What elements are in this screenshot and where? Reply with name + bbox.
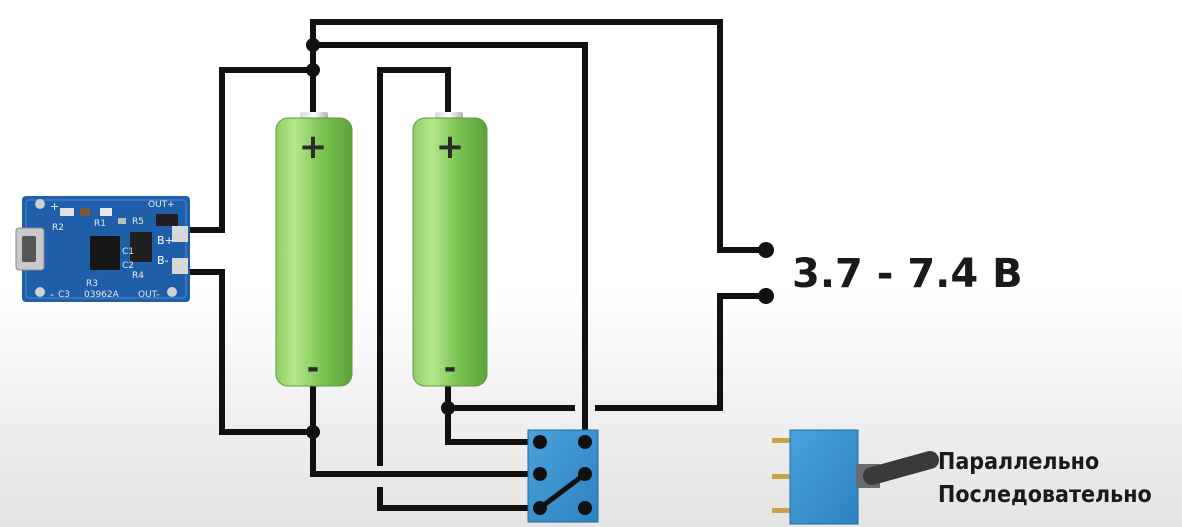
wire-b1-minus [310, 382, 543, 477]
battery-2-minus-sign: - [444, 351, 456, 386]
module-out-plus-label: OUT+ [148, 200, 175, 210]
wire-top-output [310, 19, 768, 253]
battery-1-minus-sign: - [307, 351, 319, 386]
output-voltage-label: 3.7 - 7.4 B [792, 251, 1023, 297]
wire-output-bottom [595, 293, 768, 411]
module-label-c2: C2 [122, 261, 134, 271]
switch-position-series: Последовательно [938, 482, 1152, 508]
wire-module-bplus [185, 67, 316, 233]
module-minus-label: - [50, 288, 54, 301]
toggle-lever-icon [863, 451, 939, 485]
battery-1-plus-sign: + [299, 127, 328, 167]
module-bminus-label: B- [157, 254, 169, 267]
switch-lever [538, 472, 587, 510]
module-label-r3: R3 [86, 279, 98, 289]
switch-position-parallel: Параллельно [938, 449, 1099, 475]
module-bplus-label: B+ [157, 234, 174, 247]
output-terminals: 3.7 - 7.4 B [758, 242, 1023, 304]
junction-dot [306, 38, 320, 52]
wire-b2-plus-low [377, 487, 543, 511]
junction-dot [306, 63, 320, 77]
battery-1: + - [275, 112, 353, 387]
battery-2: + - [412, 112, 488, 387]
wire-b2-minus [445, 382, 543, 445]
module-label-r5: R5 [132, 217, 144, 227]
battery-2-plus-sign: + [436, 127, 465, 167]
module-label-r1: R1 [94, 219, 106, 229]
wires [185, 19, 768, 511]
toggle-switch-legend: Параллельно Последовательно [772, 429, 1152, 525]
junction-dot [306, 425, 320, 439]
module-out-minus-label: OUT- [138, 290, 160, 300]
module-label-c1: C1 [122, 247, 134, 257]
chip-icon [90, 236, 120, 270]
wire-b1-plus-to-switch [310, 42, 588, 435]
junction-dot [441, 401, 455, 415]
dpdt-switch [527, 429, 599, 523]
charger-module: + - OUT+ OUT- B+ B- 03962A R2 R1 R5 C1 C… [15, 196, 190, 302]
module-label-r2: R2 [52, 223, 64, 233]
output-terminal-1 [758, 242, 774, 258]
output-terminal-2 [758, 288, 774, 304]
module-label-r4: R4 [132, 271, 144, 281]
module-plus-label: + [50, 200, 59, 213]
module-chip-code: 03962A [84, 290, 120, 300]
wire-b2-plus [377, 67, 451, 466]
wire-module-bminus [185, 269, 316, 435]
module-label-c3: C3 [58, 290, 70, 300]
toggle-switch-icon [789, 429, 859, 525]
